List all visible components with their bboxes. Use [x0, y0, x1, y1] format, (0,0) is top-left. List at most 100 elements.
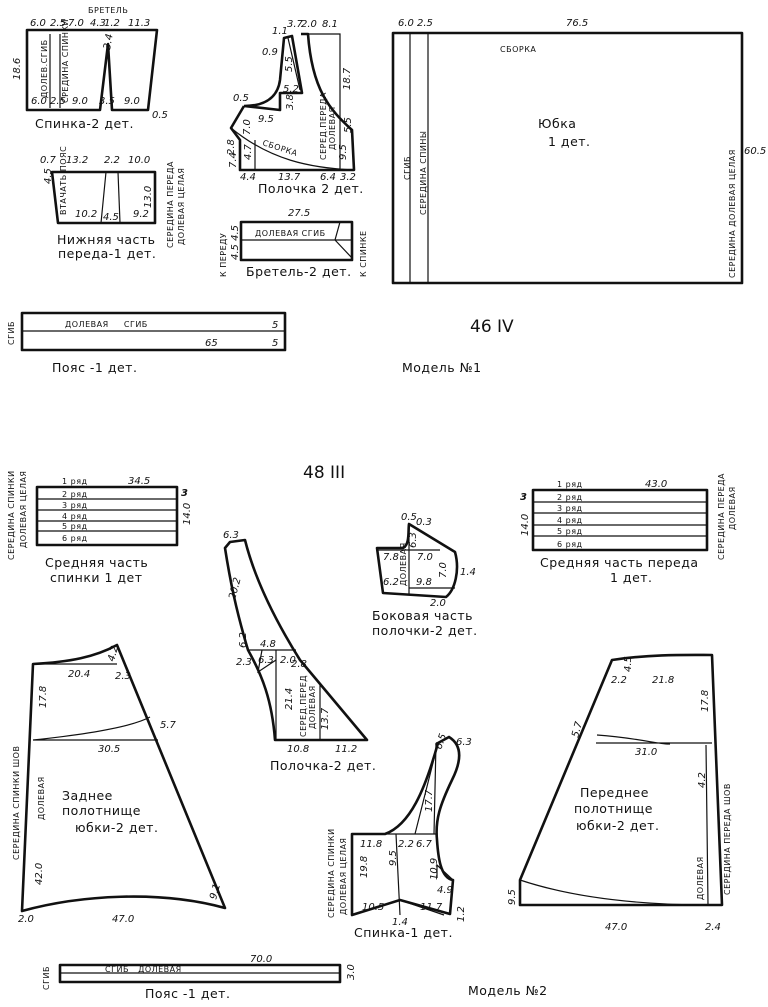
dim: 7.0: [242, 119, 253, 135]
dim: 9.1: [208, 883, 223, 901]
dim: 10.2: [75, 209, 97, 220]
dim: 3.4: [102, 33, 116, 51]
piece-title: полочки-2 дет.: [372, 623, 478, 638]
grain-label: ДОЛЕВАЯ ЦЕЛАЯ: [177, 168, 186, 246]
piece-title: 1 дет.: [548, 134, 591, 149]
m1-strap-piece: 27.5 ДОЛЕВАЯ СГИБ 4.5 4.5 К ПЕРЕДУ К СПИ…: [219, 208, 368, 279]
dim: 9.0: [72, 96, 88, 107]
dim: 5: [272, 338, 278, 349]
piece-title: переда-1 дет.: [58, 246, 156, 261]
dim: 2.2: [611, 675, 627, 686]
piece-title: Спинка-1 дет.: [354, 925, 453, 940]
piece-title: полотнище: [574, 801, 653, 816]
dim: 2.8: [226, 139, 237, 155]
fold-label: СГИБ: [42, 966, 51, 990]
piece-title: Боковая часть: [372, 608, 473, 623]
dim: 9.0: [124, 96, 140, 107]
m1-model-label: Модель №1: [402, 360, 482, 375]
dim: 27.5: [288, 208, 310, 219]
dim: 3.5: [99, 96, 115, 107]
row-label: 6 ряд: [557, 540, 583, 549]
dim: 0.9: [262, 47, 278, 58]
center-label: СЕРЕД.ПЕРЕД: [299, 675, 308, 737]
dim: 10.5: [362, 902, 384, 913]
sew-label: ВТАЧАТЬ ПОЯС: [59, 146, 68, 215]
side-label: ДОЛЕВАЯ ЦЕЛАЯ: [339, 838, 348, 916]
dim: 47.0: [605, 922, 627, 933]
dim: 6.0: [398, 18, 414, 29]
dim: 6.3: [258, 655, 274, 666]
m2-belt-piece: 70.0 3.0 СГИБ СГИБ ДОЛЕВАЯ Пояс -1 дет.: [42, 954, 357, 1001]
dim: 30.5: [98, 744, 120, 755]
dim: 21.8: [652, 675, 674, 686]
piece-title: Бретель-2 дет.: [246, 264, 352, 279]
dim: 6.0: [30, 18, 46, 29]
dim: 11.3: [128, 18, 150, 29]
dim: 1.4: [460, 567, 476, 578]
dim: 5: [272, 320, 278, 331]
dim: 7.0: [417, 552, 433, 563]
m1-back-piece: БРЕТЕЛЬ 6.0 2.5 7.0 4.3 1.2 11.3 18.6 6.…: [12, 6, 168, 131]
dim: 13.2: [66, 155, 88, 166]
m2-mid-back-piece: 1 ряд 2 ряд 3 ряд 4 ряд 5 ряд 6 ряд 34.5…: [7, 470, 193, 585]
dim: 17.8: [38, 686, 49, 708]
piece-title: 1 дет.: [610, 570, 653, 585]
piece-title: Пояс -1 дет.: [52, 360, 137, 375]
dim: 4.5 4.5: [230, 225, 241, 260]
m2-model-label: Модель №2: [468, 983, 548, 998]
center-label: СЕРЕДИНА ПЕРЕДА: [166, 161, 175, 248]
piece-title: спинки 1 дет: [50, 570, 143, 585]
dim: 1.2: [104, 18, 120, 29]
dim: 4.2: [697, 772, 708, 788]
side-label: ДОЛЕВАЯ ЦЕЛАЯ: [19, 471, 28, 549]
dim: 2.0: [280, 655, 296, 666]
dim: 4.5: [623, 656, 634, 672]
dim: 0.5: [401, 512, 417, 523]
piece-title: Заднее: [62, 788, 113, 803]
grain-label: ДОЛЕВАЯ: [696, 856, 705, 900]
center-label: СЕРЕДИНА СПИНЫ: [419, 131, 428, 215]
dim: 43.0: [645, 479, 667, 490]
gather-label: СБОРКА: [261, 138, 298, 158]
m2-front-skirt-piece: 4.5 2.2 21.8 17.8 5.7 31.0 4.2 9.5 47.0 …: [507, 653, 732, 933]
dim: 10.0: [128, 155, 150, 166]
dim: 4.8: [260, 639, 276, 650]
row-label: 3 ряд: [557, 504, 583, 513]
row-label: 5 ряд: [557, 527, 583, 536]
row-label: 6 ряд: [62, 534, 88, 543]
fold-label: СГИБ: [7, 321, 16, 345]
piece-title: Пояс -1 дет.: [145, 986, 230, 1001]
dim: 13.0: [143, 186, 154, 208]
dim: 4.5: [43, 168, 54, 184]
dim: 76.5: [566, 18, 588, 29]
dim: 3.7: [287, 19, 304, 30]
m1-belt-piece: СГИБ ДОЛЕВАЯ СГИБ 5 65 5 Пояс -1 дет.: [7, 311, 287, 375]
side-label: СЕРЕДИНА СПИНКИ: [327, 828, 336, 918]
dim: 9.5: [507, 889, 518, 905]
piece-title: Полочка 2 дет.: [258, 181, 364, 196]
row-label: 1 ряд: [557, 480, 583, 489]
dim: 17.8: [700, 690, 711, 712]
dim: 14.0: [182, 503, 193, 525]
dim: 4.9: [437, 885, 453, 896]
m2-mid-front-piece: 1 ряд 2 ряд 3 ряд 4 ряд 5 ряд 6 ряд 43.0…: [520, 473, 737, 585]
dim: 6.3: [408, 532, 419, 548]
dim: 2.3: [236, 657, 252, 668]
dim: 3.2: [340, 172, 356, 183]
dim: 9.5: [388, 850, 399, 866]
dim: 13.7: [278, 172, 301, 183]
dim: 20.4: [68, 669, 90, 680]
dim: 2.5: [50, 96, 66, 107]
dim: 6.2: [383, 577, 399, 588]
row-label: 4 ряд: [557, 516, 583, 525]
row-label: 3 ряд: [62, 501, 88, 510]
dim: 11.8: [360, 839, 382, 850]
dim: 9.2: [133, 209, 149, 220]
grain-label: ДОЛЕВАЯ: [399, 542, 408, 586]
dim: 7.0: [438, 562, 449, 578]
dim: 18.7: [342, 67, 353, 90]
dim: 6.3: [223, 530, 239, 541]
dim: 2.4: [705, 922, 721, 933]
piece-title: Средняя часть переда: [540, 555, 699, 570]
grain-label: ДОЛЕВАЯ: [308, 685, 317, 729]
